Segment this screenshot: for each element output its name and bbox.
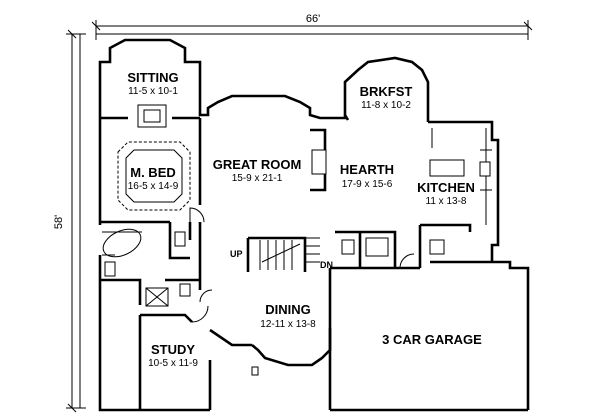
room-name: 3 CAR GARAGE — [382, 332, 482, 347]
room-dining: DINING 12-11 x 13-8 — [260, 302, 316, 330]
stair-down-label: DN — [320, 260, 333, 270]
room-garage: 3 CAR GARAGE — [382, 332, 482, 347]
room-size: 17-9 x 15-6 — [342, 179, 393, 190]
room-name: M. BED — [130, 165, 176, 180]
room-great-room: GREAT ROOM 15-9 x 21-1 — [213, 157, 302, 184]
room-name: DINING — [265, 302, 311, 317]
room-hearth: HEARTH 17-9 x 15-6 — [340, 162, 394, 190]
room-size: 15-9 x 21-1 — [232, 173, 283, 184]
room-name: GREAT ROOM — [213, 157, 302, 172]
room-size: 12-11 x 13-8 — [260, 319, 316, 330]
interior-walls — [100, 116, 472, 323]
room-size: 11 x 13-8 — [426, 196, 467, 207]
width-dimension-label: 66' — [306, 13, 320, 25]
dimension-lines — [66, 20, 533, 413]
fixtures — [102, 104, 492, 376]
room-name: SITTING — [127, 70, 178, 85]
depth-dimension-label: 58' — [53, 215, 65, 229]
room-sitting: SITTING 11-5 x 10-1 — [127, 70, 178, 97]
room-kitchen: KITCHEN 11 x 13-8 — [417, 180, 475, 207]
exterior-walls — [98, 38, 530, 412]
room-m-bed: M. BED 16-5 x 14-9 — [128, 165, 179, 192]
room-size: 10-5 x 11-9 — [148, 358, 198, 369]
room-name: KITCHEN — [417, 180, 475, 195]
room-brkfst: BRKFST 11-8 x 10-2 — [360, 84, 413, 111]
room-size: 11-8 x 10-2 — [361, 100, 411, 111]
room-size: 16-5 x 14-9 — [128, 181, 179, 192]
room-name: HEARTH — [340, 162, 394, 177]
room-study: STUDY 10-5 x 11-9 — [148, 342, 198, 369]
room-name: STUDY — [151, 342, 195, 357]
room-name: BRKFST — [360, 84, 413, 99]
stair-up-label: UP — [230, 249, 243, 259]
room-size: 11-5 x 10-1 — [128, 86, 178, 97]
